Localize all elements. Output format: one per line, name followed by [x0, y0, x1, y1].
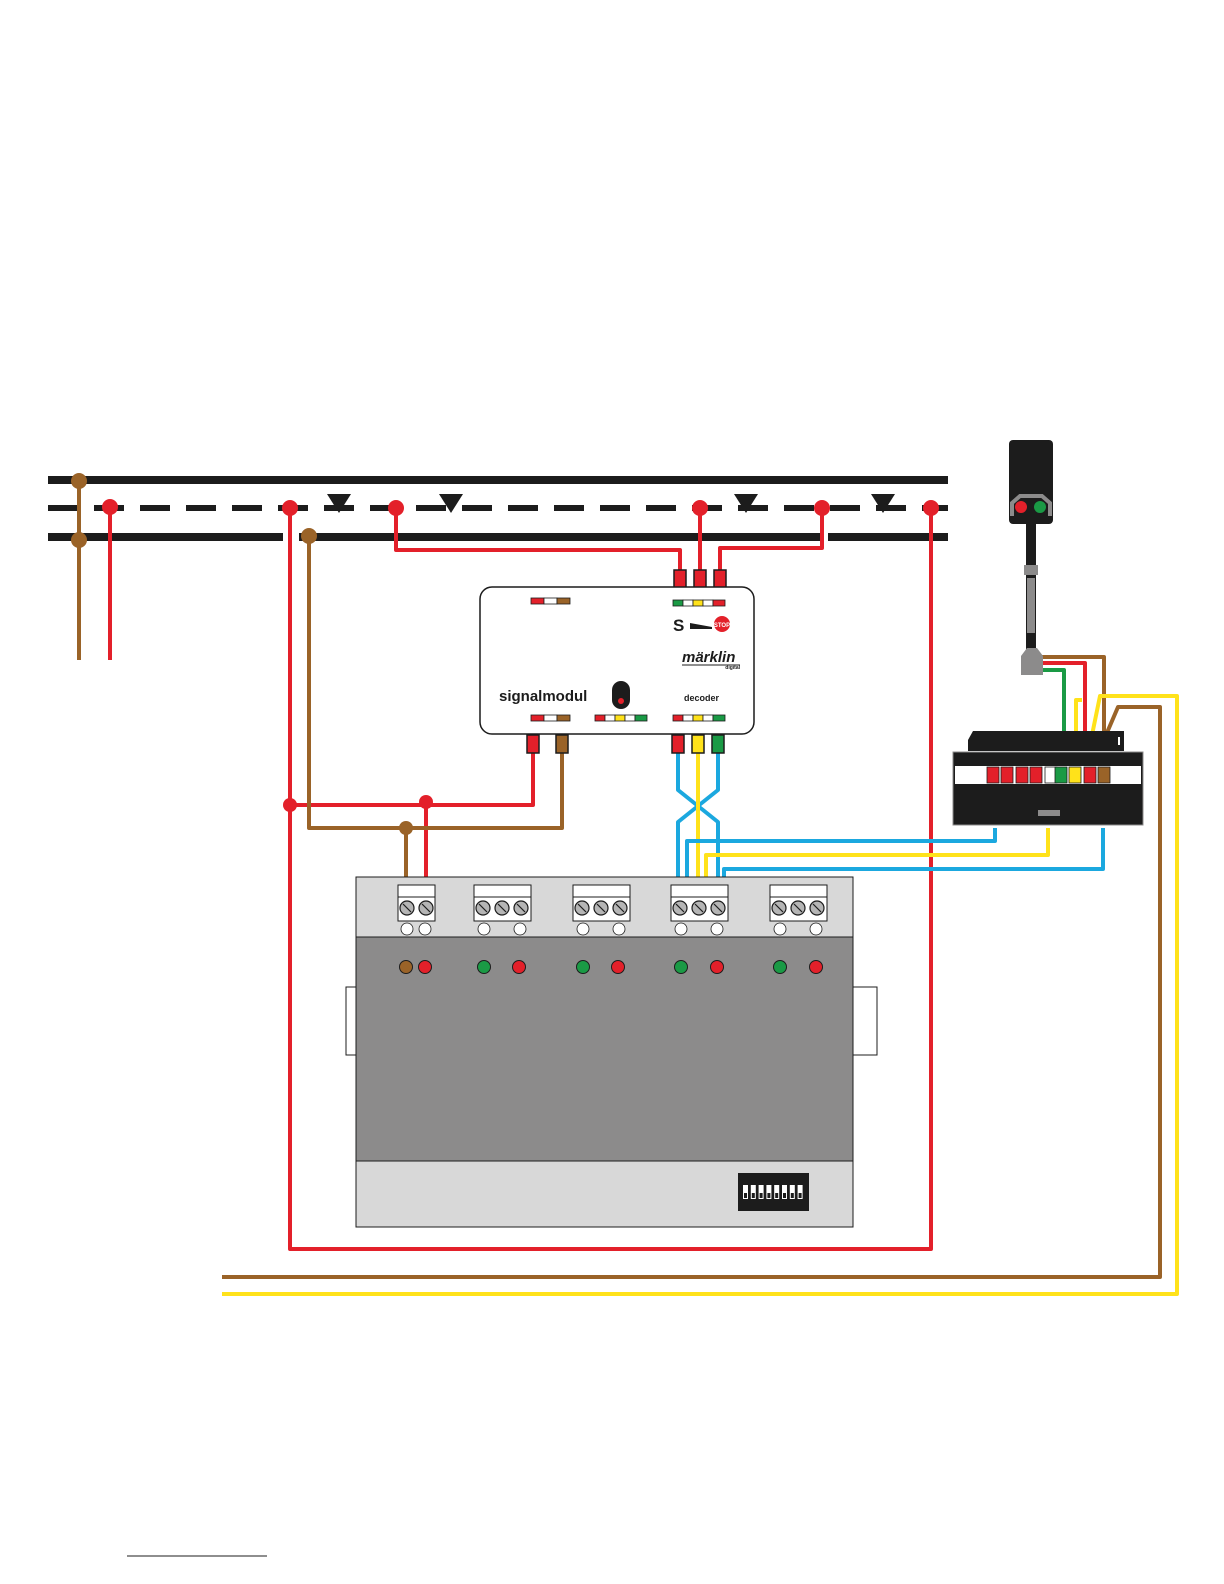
green-led	[577, 961, 590, 974]
terminal-hole	[774, 923, 786, 935]
signal-lamp-red	[1015, 501, 1027, 513]
junction-dot	[282, 500, 298, 516]
wire-red-module-plug	[290, 746, 533, 805]
module-plug-green	[712, 735, 724, 753]
red-led	[711, 961, 724, 974]
dip-key-lever	[783, 1193, 786, 1198]
signal-base	[953, 731, 1143, 825]
decoder-side-tab-right	[852, 987, 877, 1055]
base-plug-green	[1055, 767, 1067, 783]
track-outer-rail-top	[48, 476, 948, 484]
terminal-hole	[810, 923, 822, 935]
strip-red-white-brown-top	[531, 598, 570, 604]
track-outer-rail-bottom	[48, 533, 948, 541]
module-plug-yellow	[692, 735, 704, 753]
green-led	[675, 961, 688, 974]
brand-sub: digital	[725, 665, 740, 671]
dip-key-lever	[760, 1193, 763, 1198]
module-plug-red	[674, 570, 686, 588]
brand-logo: märklin	[682, 649, 735, 666]
light-signal	[1009, 440, 1053, 675]
terminal-hole	[613, 923, 625, 935]
junction-dot	[399, 821, 413, 835]
terminal-hole	[675, 923, 687, 935]
junction-dot	[71, 532, 87, 548]
base-plug-red	[987, 767, 999, 783]
signal-mast-lower	[1027, 578, 1035, 633]
strip-red-white-brown-bottom	[531, 715, 570, 721]
module-plug-red	[672, 735, 684, 753]
module-plug-red	[694, 570, 706, 588]
module-button[interactable]	[612, 681, 630, 709]
junction-dot	[388, 500, 404, 516]
strip-red-white-yellow-white-green-a	[595, 715, 647, 721]
track	[48, 476, 948, 543]
dip-key-lever	[744, 1193, 747, 1198]
module-name-label: signalmodul	[499, 688, 587, 705]
terminal-hole	[478, 923, 490, 935]
brown-led	[400, 961, 413, 974]
dip-key-lever	[791, 1193, 794, 1198]
wire-signal-green	[1040, 670, 1064, 735]
junction-dot	[692, 500, 708, 516]
red-led	[612, 961, 625, 974]
base-plug-red	[1084, 767, 1096, 783]
strip-green-white-yellow-white-red	[673, 600, 725, 606]
decoder-label: decoder	[684, 693, 720, 703]
signal-base-plugs	[987, 767, 1110, 783]
junction-dot	[102, 499, 118, 515]
module-button-led	[618, 698, 624, 704]
base-plug-yellow	[1069, 767, 1081, 783]
terminal-hole	[711, 923, 723, 935]
signal-base-top	[968, 731, 1124, 751]
junction-dot	[301, 528, 317, 544]
base-plug-red	[1030, 767, 1042, 783]
red-led	[419, 961, 432, 974]
stop-label: STOP	[714, 623, 730, 629]
green-led	[478, 961, 491, 974]
strip-red-white-yellow-white-green-b	[673, 715, 725, 721]
signal-module: S STOP märklin digital signalmodul decod…	[480, 570, 754, 753]
terminal-hole	[577, 923, 589, 935]
module-plug-red	[527, 735, 539, 753]
s-label: S	[673, 616, 684, 635]
base-plug-red	[1001, 767, 1013, 783]
signal-base-indicator	[1118, 737, 1120, 745]
junction-dot	[419, 795, 433, 809]
wire-signal-yellow-stub	[1076, 700, 1082, 735]
signal-mast-collar	[1024, 565, 1038, 575]
dip-key-lever	[752, 1193, 755, 1198]
terminal-hole	[401, 923, 413, 935]
junction-dot	[814, 500, 830, 516]
signal-lamp-green	[1034, 501, 1046, 513]
red-led	[513, 961, 526, 974]
dip-key-lever	[799, 1193, 802, 1198]
terminal-hole	[419, 923, 431, 935]
signal-head	[1009, 440, 1053, 524]
red-led	[810, 961, 823, 974]
signal-base-label-plate	[1038, 810, 1060, 816]
base-plug-brown	[1098, 767, 1110, 783]
signal-foot	[1021, 648, 1043, 675]
base-plug-red	[1016, 767, 1028, 783]
switch-decoder	[346, 877, 877, 1227]
module-plug-brown	[556, 735, 568, 753]
junction-dot	[71, 473, 87, 489]
terminal-hole	[514, 923, 526, 935]
junction-dot	[283, 798, 297, 812]
green-led	[774, 961, 787, 974]
junction-dot	[923, 500, 939, 516]
dip-key-lever	[775, 1193, 778, 1198]
module-plug-red	[714, 570, 726, 588]
dip-key-lever	[767, 1193, 770, 1198]
